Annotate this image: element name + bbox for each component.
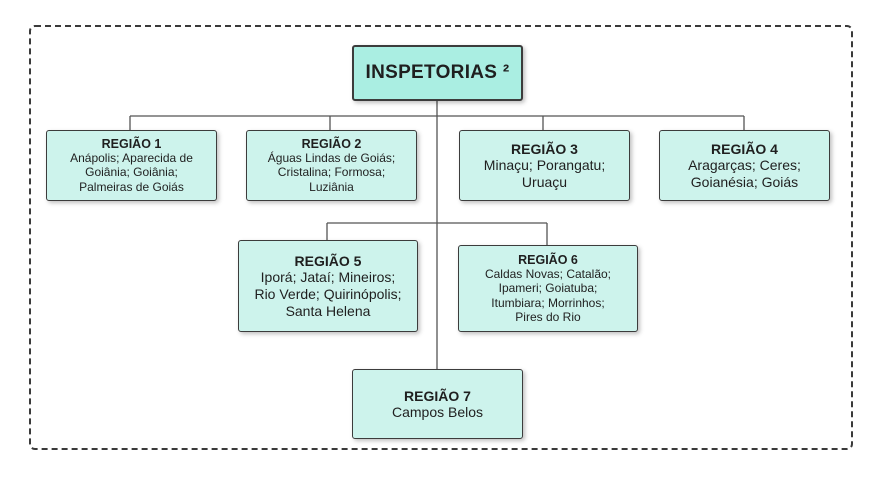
root-node-inspetorias: INSPETORIAS ² [352, 45, 523, 101]
region-6-title: REGIÃO 6 [518, 252, 578, 267]
region-4-node: REGIÃO 4 Aragarças; Ceres; Goianésia; Go… [659, 130, 830, 201]
root-node-title: INSPETORIAS ² [365, 62, 510, 83]
region-2-cities: Águas Lindas de Goiás; Cristalina; Formo… [267, 150, 396, 194]
region-4-title: REGIÃO 4 [711, 140, 778, 157]
region-1-title: REGIÃO 1 [101, 136, 162, 151]
region-5-title: REGIÃO 5 [294, 252, 362, 269]
region-7-cities: Campos Belos [391, 403, 484, 420]
region-3-node: REGIÃO 3 Minaçu; Porangatu; Uruaçu [459, 130, 630, 201]
region-2-node: REGIÃO 2 Águas Lindas de Goiás; Cristali… [246, 130, 417, 201]
region-6-cities: Caldas Novas; Catalão; Ipameri; Goiatuba… [484, 266, 612, 325]
region-6-node: REGIÃO 6 Caldas Novas; Catalão; Ipameri;… [458, 245, 638, 332]
region-7-node: REGIÃO 7 Campos Belos [352, 369, 523, 439]
region-1-cities: Anápolis; Aparecida de Goiânia; Goiânia;… [70, 150, 193, 194]
region-5-cities: Iporá; Jataí; Mineiros; Rio Verde; Quiri… [254, 268, 402, 319]
region-2-title: REGIÃO 2 [301, 136, 362, 151]
region-4-cities: Aragarças; Ceres; Goianésia; Goiás [688, 156, 801, 190]
region-5-node: REGIÃO 5 Iporá; Jataí; Mineiros; Rio Ver… [238, 240, 418, 332]
diagram-frame [29, 25, 853, 450]
region-1-node: REGIÃO 1 Anápolis; Aparecida de Goiânia;… [46, 130, 217, 201]
region-7-title: REGIÃO 7 [404, 387, 471, 404]
region-3-title: REGIÃO 3 [511, 140, 578, 157]
region-3-cities: Minaçu; Porangatu; Uruaçu [483, 156, 606, 190]
